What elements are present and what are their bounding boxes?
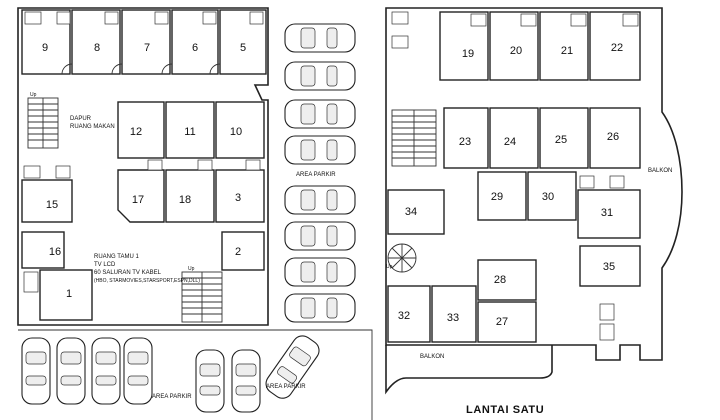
room-number: 5 — [240, 42, 246, 54]
label-up: Up — [386, 264, 393, 270]
car — [284, 221, 356, 251]
label-area-parkir: AREA PARKIR — [296, 172, 336, 178]
label-area-parkir: AREA PARKIR — [266, 384, 306, 390]
car — [195, 349, 225, 413]
room-number: 27 — [496, 316, 508, 328]
parking-right: AREA PARKIR — [284, 23, 356, 323]
room-number: 3 — [235, 192, 241, 204]
room-32 — [387, 285, 431, 343]
room-34 — [387, 189, 445, 235]
room-30 — [527, 171, 577, 221]
room-12 — [117, 101, 165, 159]
room-16 — [21, 231, 65, 269]
room-2 — [221, 231, 265, 271]
label-channels: (HBO, STARMOVIES,STARSPORT,ESPN,DLL) — [94, 278, 200, 284]
car — [21, 337, 51, 405]
stairs-left-top — [27, 97, 59, 149]
room-number: 12 — [130, 126, 142, 138]
room-11 — [165, 101, 215, 159]
room-10 — [215, 101, 265, 159]
label-balkon: BALKON — [648, 168, 672, 174]
car — [91, 337, 121, 405]
room-number: 11 — [184, 126, 195, 138]
label-tv-lcd: TV LCD — [94, 262, 116, 268]
room-number: 2 — [235, 246, 241, 258]
car — [123, 337, 153, 405]
balkon-bottom — [385, 345, 553, 395]
room-29 — [477, 171, 527, 221]
car — [284, 23, 356, 53]
label-up: Up — [188, 266, 195, 272]
room-number: 26 — [607, 131, 619, 143]
room-35 — [579, 245, 641, 287]
room-number: 28 — [494, 274, 506, 286]
room-number: 24 — [504, 136, 516, 148]
room-number: 25 — [555, 134, 567, 146]
room-number: 31 — [601, 207, 613, 219]
room-number: 22 — [611, 42, 623, 54]
label-dapur: DAPUR — [70, 116, 92, 122]
room-number: 33 — [447, 312, 459, 324]
room-number: 20 — [510, 45, 522, 57]
room-number: 18 — [179, 194, 191, 206]
label-ruang-tamu: RUANG TAMU 1 — [94, 254, 139, 260]
room-25 — [539, 107, 589, 169]
room-number: 7 — [144, 42, 150, 54]
room-1 — [39, 269, 93, 321]
label-tv-kabel: 60 SALURAN TV KABEL — [94, 270, 162, 276]
spiral-stair — [387, 243, 417, 273]
stairs-right — [391, 109, 437, 167]
room-number: 10 — [230, 126, 242, 138]
room-number: 1 — [66, 288, 72, 300]
room-15 — [21, 179, 73, 223]
room-27 — [477, 301, 537, 343]
room-number: 15 — [46, 199, 58, 211]
room-number: 35 — [603, 261, 615, 273]
label-ruang-makan: RUANG MAKAN — [70, 124, 115, 130]
ground-floor-plan: 9 8 7 6 5 12 11 10 17 18 3 15 16 1 2 DAP… — [17, 7, 269, 326]
car — [265, 335, 320, 399]
car — [56, 337, 86, 405]
room-number: 9 — [42, 42, 48, 54]
room-28 — [477, 259, 537, 301]
room-number: 29 — [491, 191, 503, 203]
parking-bottom: AREA PARKIR AREA PARKIR — [18, 329, 373, 420]
stairs-left-bottom — [181, 271, 223, 323]
car — [284, 99, 356, 129]
room-23 — [443, 107, 489, 169]
room-number: 34 — [405, 206, 417, 218]
car — [284, 257, 356, 287]
room-number: 6 — [192, 42, 198, 54]
room-number: 32 — [398, 310, 410, 322]
room-18 — [165, 169, 215, 223]
room-number: 21 — [561, 45, 573, 57]
label-area-parkir: AREA PARKIR — [152, 394, 192, 400]
car — [284, 135, 356, 165]
room-24 — [489, 107, 539, 169]
car — [284, 61, 356, 91]
car — [231, 349, 261, 413]
room-33 — [431, 285, 477, 343]
room-number: 8 — [94, 42, 100, 54]
room-number: 23 — [459, 136, 471, 148]
label-balkon: BALKON — [420, 354, 444, 360]
upper-floor-plan: 19 20 21 22 23 24 25 26 29 30 31 34 28 3… — [385, 7, 683, 395]
room-number: 16 — [49, 246, 61, 258]
label-up: Up — [30, 92, 37, 98]
room-26 — [589, 107, 641, 169]
floor-title: LANTAI SATU — [466, 404, 544, 416]
room-number: 17 — [132, 194, 144, 206]
room-number: 30 — [542, 191, 554, 203]
car — [284, 293, 356, 323]
room-3 — [215, 169, 265, 223]
car — [284, 185, 356, 215]
room-number: 19 — [462, 48, 474, 60]
room-31 — [577, 189, 641, 239]
